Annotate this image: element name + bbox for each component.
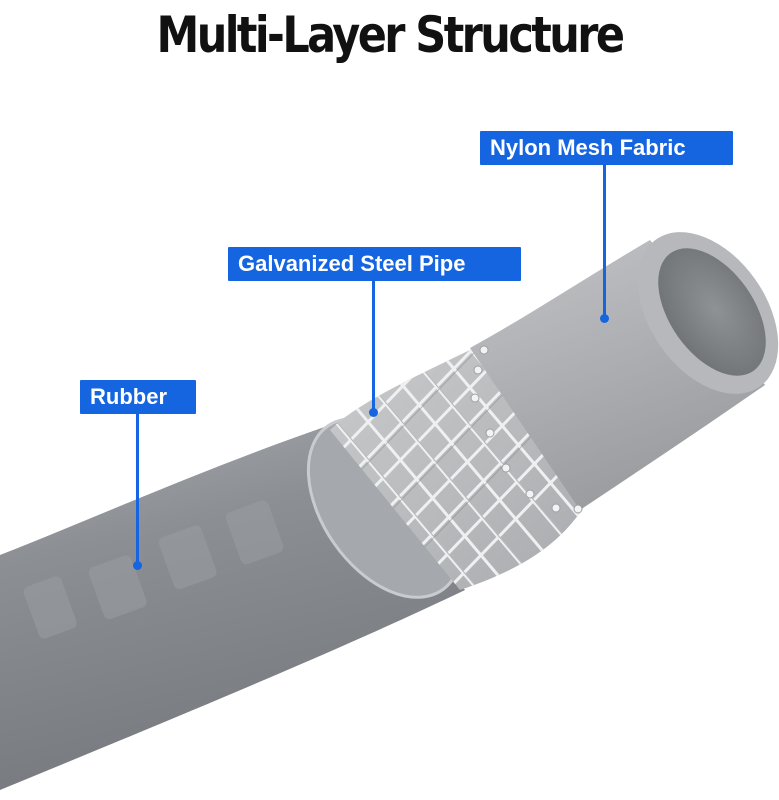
page-title: Multi-Layer Structure: [156, 6, 626, 64]
steel-mesh-layer: [330, 345, 585, 590]
rubber-leader-line: [136, 414, 139, 564]
rubber-texture: [23, 500, 284, 639]
galvanized-steel-pipe-label: Galvanized Steel Pipe: [228, 247, 521, 281]
rubber-pointer-dot: [133, 561, 142, 570]
steel-pointer-dot: [369, 408, 378, 417]
nylon-pointer-dot: [600, 314, 609, 323]
rubber-label: Rubber: [80, 380, 196, 414]
steel-leader-line: [372, 281, 375, 411]
nylon-leader-line: [603, 165, 606, 315]
steel-wire-ends: [470, 345, 583, 514]
nylon-mesh-fabric-label: Nylon Mesh Fabric: [480, 131, 733, 165]
tube-opening: [658, 248, 766, 376]
